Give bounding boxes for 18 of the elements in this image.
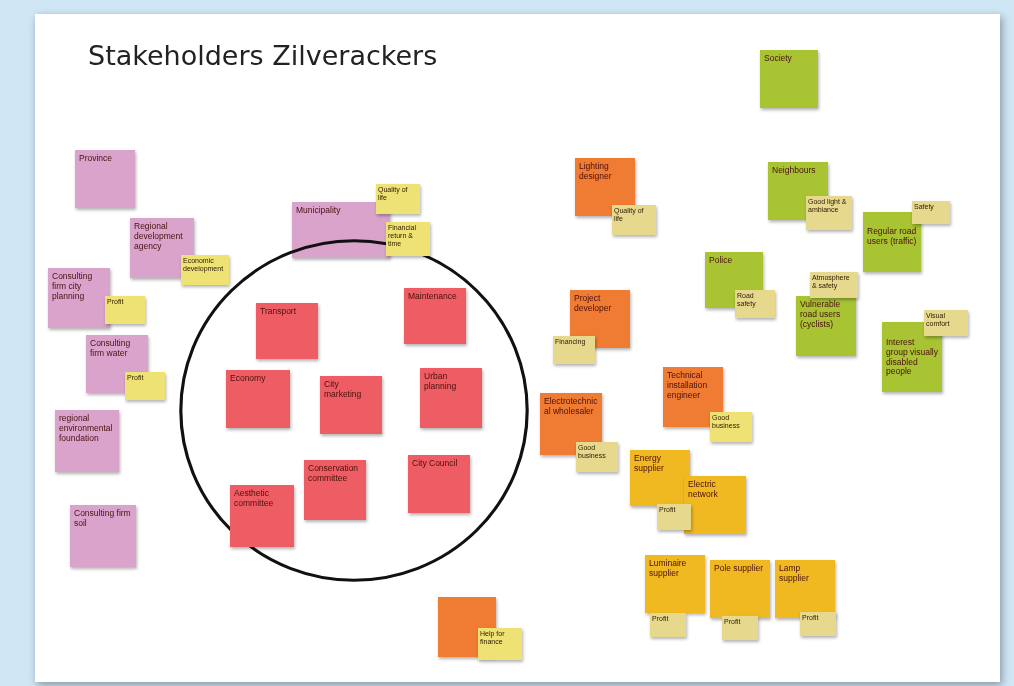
sticky-note: City Council [408, 455, 470, 513]
sticky-note: Pole supplier [710, 560, 770, 618]
sticky-note: Society [760, 50, 818, 108]
sticky-note: Consulting firm soil [70, 505, 136, 567]
sticky-note: Urban planning [420, 368, 482, 428]
sticky-note: Province [75, 150, 135, 208]
sticky-note: Economy [226, 370, 290, 428]
sticky-note: Electric network [684, 476, 746, 534]
sticky-note: Conservation committee [304, 460, 366, 520]
sticky-note: Maintenance [404, 288, 466, 344]
sticky-note: Aesthetic committee [230, 485, 294, 547]
title: Stakeholders Zilverackers [88, 40, 438, 71]
sticky-note: regional environmental foundation [55, 410, 119, 472]
sticky-note: Luminaire supplier [645, 555, 705, 613]
sticky-note: City marketing [320, 376, 382, 434]
sticky-note: Transport [256, 303, 318, 359]
sticky-note: Vulnerable road users (cyclists) [796, 296, 856, 356]
sticky-note: Regular road users (traffic) [863, 212, 921, 272]
